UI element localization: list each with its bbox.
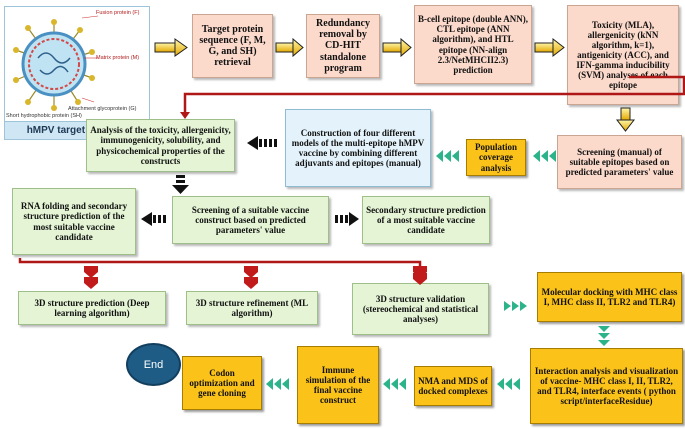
red-chevron-down-3 [413, 266, 427, 285]
secondary-structure-box: Secondary structure prediction of a most… [362, 196, 490, 244]
green-chevron-left-5 [266, 378, 289, 390]
black-arrow-left-2 [141, 212, 166, 226]
fusion-protein-label: Fusion protein (F) [96, 10, 140, 16]
population-coverage-box: Population coverage analysis [466, 139, 526, 176]
attachment-glycoprotein-label: Attachment glycoprotein (G) [68, 106, 137, 112]
structure-refinement-box: 3D structure refinement (ML algorithm) [186, 291, 318, 325]
construct-analysis-box: Analysis of the toxicity, allergenicity,… [86, 119, 235, 172]
vaccine-construction-box: Construction of four different models of… [285, 109, 431, 187]
rna-folding-box: RNA folding and secondary structure pred… [12, 188, 136, 255]
redundancy-removal-box: Redundancy removal by CD-HIT standalone … [306, 14, 380, 78]
green-chevron-left-4 [383, 378, 406, 390]
black-arrow-down [172, 175, 189, 194]
short-hydrophobic-label: Short hydrophobic protein (SH) [6, 113, 82, 119]
target-sequence-box: Target protein sequence (F, M, G, and SH… [192, 14, 273, 78]
immune-simulation-box: Immune simulation of the final vaccine c… [297, 346, 379, 424]
structure-prediction-box: 3D structure prediction (Deep learning a… [18, 291, 166, 325]
structure-validation-box: 3D structure validation (stereochemical … [352, 283, 489, 335]
red-chevron-down-2 [244, 266, 258, 289]
green-chevron-left-1 [533, 150, 556, 162]
green-chevron-right-1 [504, 301, 527, 311]
red-chevron-down-1 [84, 266, 98, 289]
epitope-screening-box: Screening (manual) of suitable epitopes … [557, 135, 682, 189]
codon-optimization-box: Codon optimization and gene cloning [182, 356, 262, 410]
red-connector-line [18, 75, 685, 270]
black-arrow-left-1 [247, 136, 277, 150]
green-chevron-left-3 [497, 378, 520, 390]
epitope-analyses-box: Toxicity (MLA), allergenicity (kNN algor… [567, 5, 679, 105]
molecular-docking-box: Molecular docking with MHC class I, MHC … [537, 272, 682, 322]
arrow-yellow-down [615, 107, 636, 132]
hmpv-virion-illustration [13, 15, 99, 111]
interaction-analysis-box: Interaction analysis and visualization o… [530, 348, 683, 424]
end-node: End [126, 343, 181, 386]
nma-mds-box: NMA and MDS of docked complexes [414, 366, 492, 406]
construct-screening-box: Screening of a suitable vaccine construc… [172, 196, 329, 244]
black-arrow-right [335, 212, 359, 226]
arrow-yellow-1 [154, 38, 188, 57]
arrow-yellow-3 [382, 37, 412, 58]
green-chevron-down-1 [598, 326, 610, 346]
epitope-prediction-box: B-cell epitope (double ANN), CTL epitope… [414, 5, 532, 84]
green-chevron-left-2 [436, 150, 459, 162]
arrow-yellow-4 [534, 37, 565, 58]
red-arrowhead-top [180, 112, 190, 119]
arrow-yellow-2 [275, 37, 304, 58]
matrix-protein-label: Matrix protein (M) [96, 55, 140, 61]
